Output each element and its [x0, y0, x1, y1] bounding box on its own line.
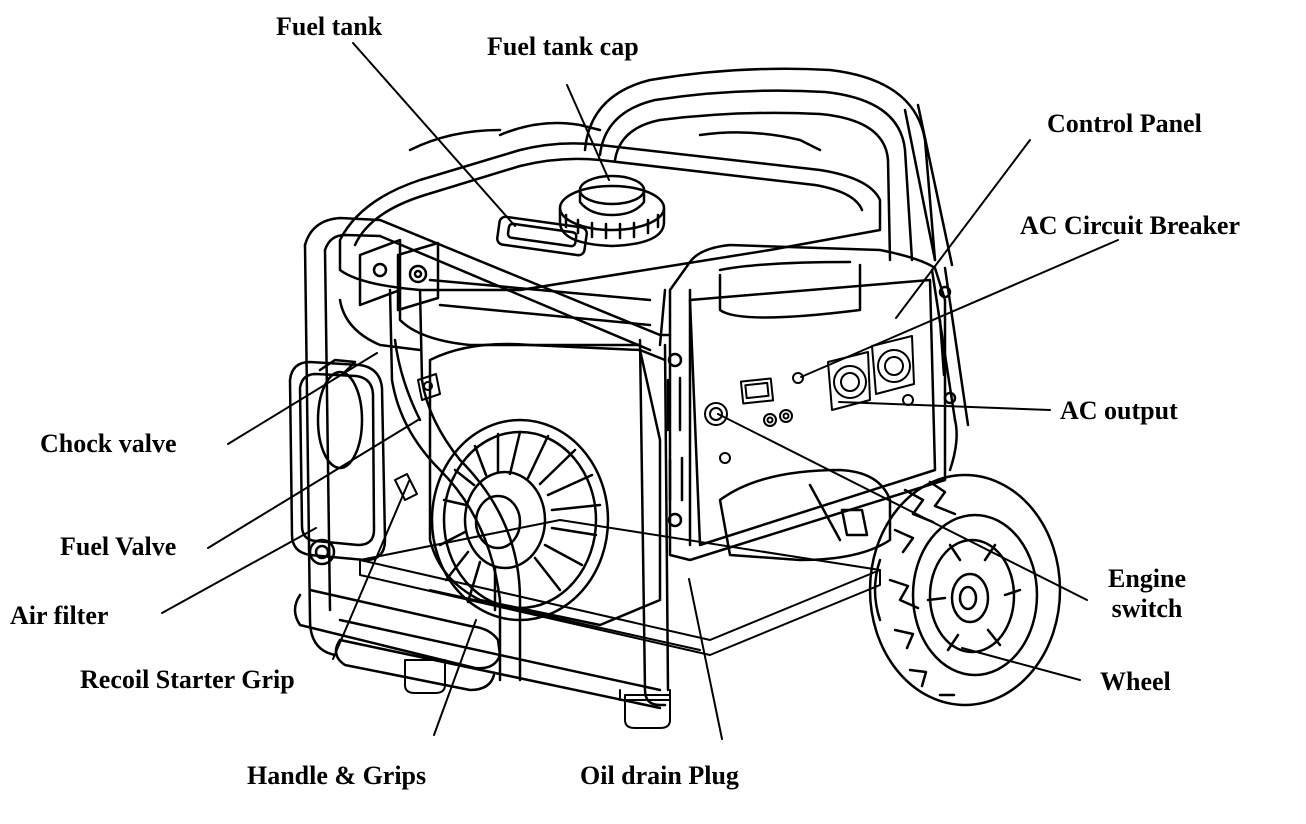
leader-ac-output — [838, 401, 1051, 411]
frame-feet — [404, 659, 671, 729]
label-air-filter: Air filter — [10, 601, 109, 630]
leader-engine-switch — [717, 413, 1088, 601]
rear-frame — [583, 67, 970, 472]
wheel — [868, 473, 1062, 707]
label-ac-circuit-breaker: AC Circuit Breaker — [1020, 211, 1240, 240]
label-wheel: Wheel — [1100, 667, 1171, 696]
label-engine-switch: Engine switch — [1082, 564, 1212, 624]
front-frame — [293, 216, 672, 710]
leader-wheel — [961, 647, 1081, 681]
label-ac-output: AC output — [1060, 396, 1178, 425]
label-chock-valve: Chock valve — [40, 429, 177, 458]
label-control-panel: Control Panel — [1047, 109, 1202, 138]
label-engine-switch-line2: switch — [1111, 594, 1183, 623]
label-fuel-valve: Fuel Valve — [60, 532, 177, 561]
label-handle-grips: Handle & Grips — [247, 761, 427, 790]
engine — [428, 342, 892, 627]
leader-lines — [161, 42, 1119, 740]
label-fuel-tank: Fuel tank — [276, 12, 383, 41]
label-recoil-starter-grip: Recoil Starter Grip — [80, 665, 295, 694]
leader-fuel-tank — [352, 42, 516, 227]
control-panel-components — [704, 335, 915, 464]
control-panel-housing — [666, 243, 957, 562]
fuel-tank-cap — [558, 174, 666, 248]
leader-chock-valve — [227, 352, 378, 445]
leader-air-filter — [161, 527, 317, 614]
leader-oil-drain-plug — [688, 578, 723, 740]
base-frame — [359, 519, 881, 656]
leader-recoil-starter-grip — [332, 480, 410, 660]
label-oil-drain-plug: Oil drain Plug — [580, 761, 739, 790]
leader-ac-circuit-breaker — [800, 239, 1119, 378]
leader-fuel-tank-cap — [566, 84, 610, 181]
fuel-valve-parts — [394, 373, 441, 501]
leader-fuel-valve — [207, 419, 419, 549]
label-engine-switch-line1: Engine — [1107, 564, 1187, 593]
leader-handle-grips — [433, 619, 477, 736]
leader-control-panel — [895, 139, 1031, 319]
label-fuel-tank-cap: Fuel tank cap — [487, 32, 639, 61]
